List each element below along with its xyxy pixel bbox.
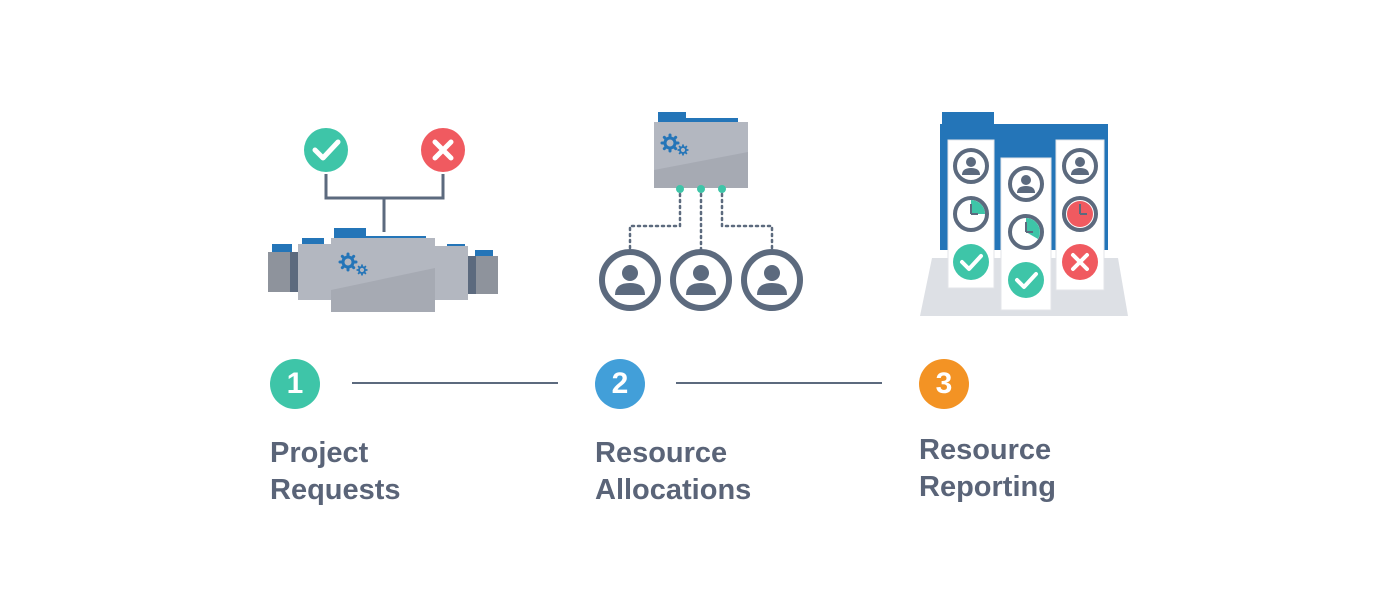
clock-icon <box>953 196 989 232</box>
step-3-label-line1: Resource <box>919 434 1052 466</box>
step-2-label-line1: Resource <box>595 437 728 469</box>
step-2-label-line2: Allocations <box>595 474 752 506</box>
step-connector-2-3 <box>676 382 882 384</box>
step-3-label: Resource Reporting <box>919 432 1056 506</box>
clock-overdue-icon <box>1062 196 1098 232</box>
step-1-label-line2: Requests <box>270 474 401 506</box>
step-3-badge: 3 <box>919 359 969 409</box>
step-3-label-line2: Reporting <box>919 471 1056 503</box>
resource-report-cards-icon <box>920 112 1128 316</box>
step-1-label-line1: Project <box>270 437 369 469</box>
folders-approve-reject-icon <box>268 128 498 312</box>
approve-check-icon <box>304 128 348 172</box>
clock-icon <box>1008 214 1044 250</box>
step-2-label: Resource Allocations <box>595 435 751 509</box>
reject-x-icon <box>421 128 465 172</box>
step-2-badge: 2 <box>595 359 645 409</box>
step-1-badge: 1 <box>270 359 320 409</box>
folder-allocate-people-icon <box>602 112 800 308</box>
step-1-label: Project Requests <box>270 435 401 509</box>
step-connector-1-2 <box>352 382 558 384</box>
